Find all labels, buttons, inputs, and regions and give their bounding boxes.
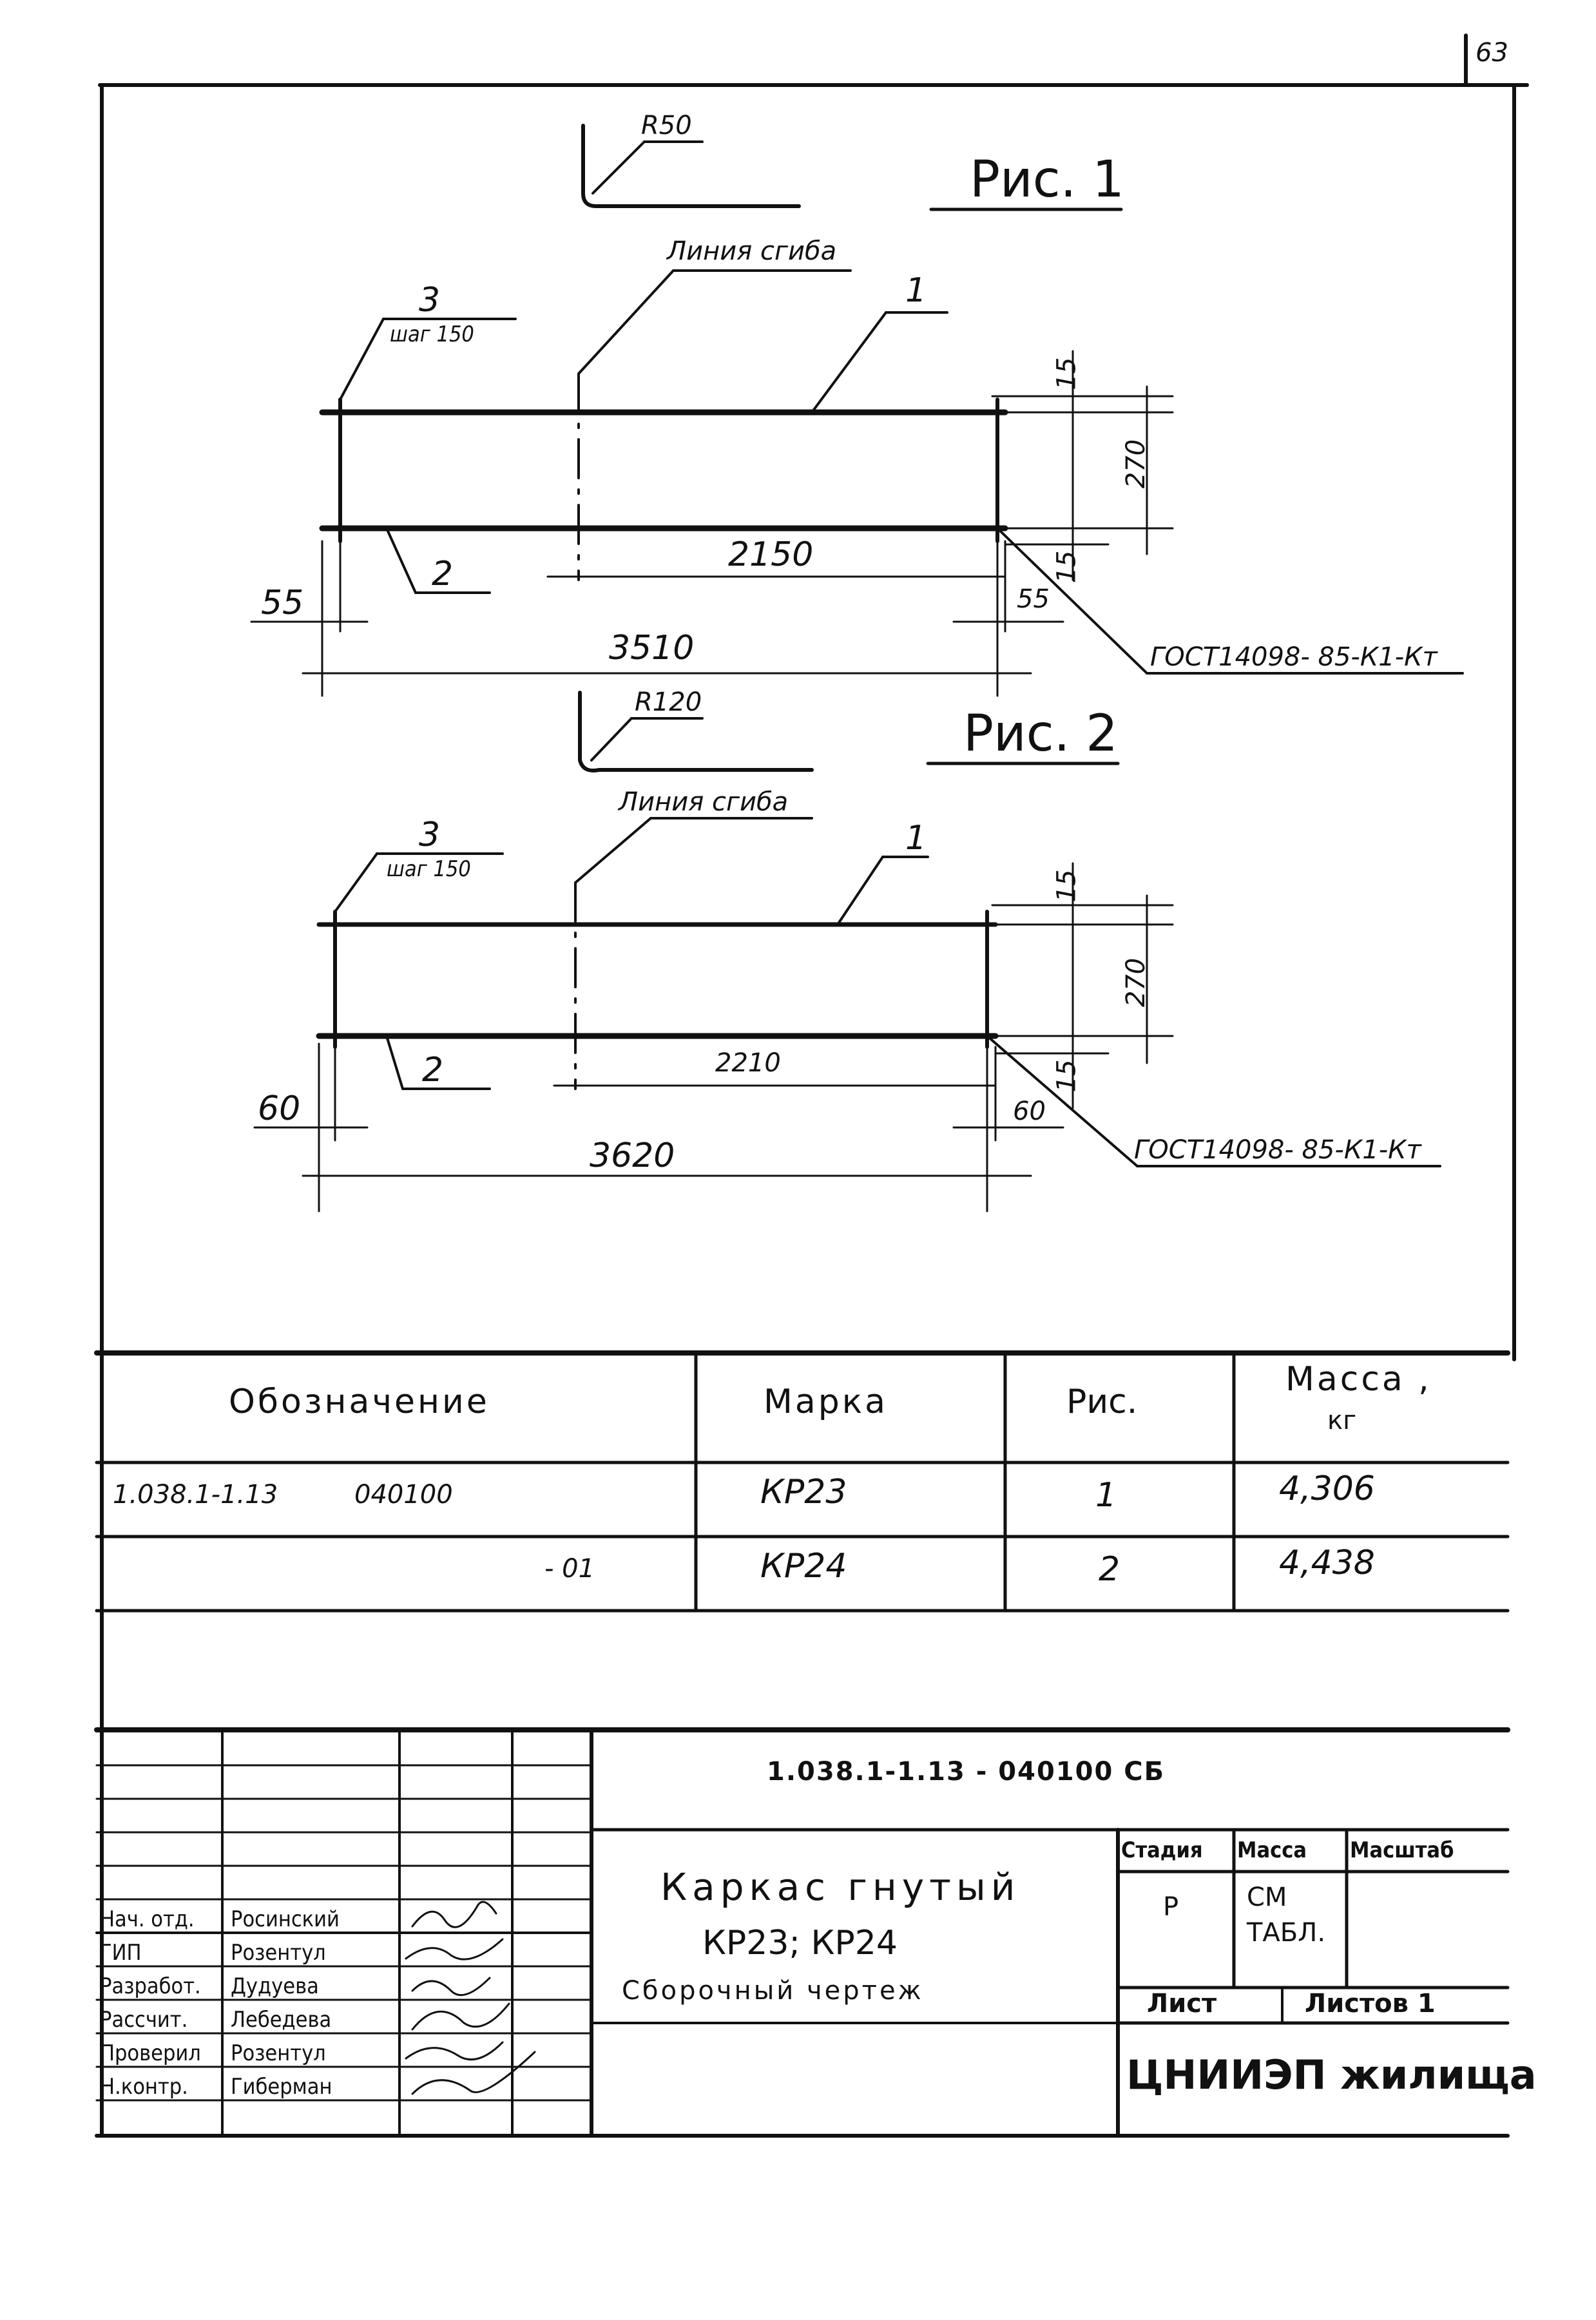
row1-figure: 1 xyxy=(1095,1476,1117,1515)
fig2-caption: Рис. 2 xyxy=(963,705,1118,763)
header-mark: Марка xyxy=(764,1383,889,1421)
sheets-label: Листов 1 xyxy=(1305,1989,1436,2018)
fig2-dim-60-left: 60 xyxy=(258,1089,301,1128)
fig2-bend-line-label: Линия сгиба xyxy=(619,787,789,817)
signature-role: Н.контр. xyxy=(100,2074,188,2100)
title-line2: КР23; КР24 xyxy=(702,1924,898,1962)
fig2-dim-270: 270 xyxy=(1121,957,1151,1008)
sheet-frame xyxy=(95,34,1529,2138)
signature-role: Рассчит. xyxy=(100,2007,188,2033)
mass-label: Масса xyxy=(1237,1837,1307,1863)
signature-name: Лебедева xyxy=(231,2007,332,2033)
fig1-dim-2150: 2150 xyxy=(728,535,814,574)
fig1-dim-total: 3510 xyxy=(609,629,695,667)
title-block-grid xyxy=(94,1727,1510,2138)
header-mass-line2: кг xyxy=(1327,1406,1357,1435)
handwritten-signatures xyxy=(405,1901,536,2095)
doc-code: 1.038.1-1.13 - 040100 СБ xyxy=(767,1757,1166,1787)
stage-label: Стадия xyxy=(1121,1837,1203,1863)
mass-value-2: ТАБЛ. xyxy=(1247,1918,1326,1948)
header-designation: Обозначение xyxy=(229,1383,490,1421)
signature-role: Проверил xyxy=(100,2040,201,2066)
fig2-dim-60-right: 60 xyxy=(1013,1097,1046,1126)
row1-designation-b: 040100 xyxy=(354,1480,453,1510)
sheet-label: Лист xyxy=(1147,1989,1217,2018)
signature-role: ГИП xyxy=(100,1940,142,1966)
fig2-bend-radius: R120 xyxy=(635,687,702,717)
signature-name: Розентул xyxy=(231,1940,326,1966)
row2-designation-b: - 01 xyxy=(544,1554,595,1584)
fig1-callout-2: 2 xyxy=(432,555,454,593)
header-mass-line1: Масса , xyxy=(1285,1360,1432,1399)
title-line3: Сборочный чертеж xyxy=(622,1976,924,2006)
row2-mass: 4,438 xyxy=(1279,1544,1375,1582)
fig2-dim-2210: 2210 xyxy=(715,1048,781,1078)
fig2-dim-total: 3620 xyxy=(590,1136,675,1175)
fig2-gost: ГОСТ14098- 85-К1-Кт xyxy=(1134,1135,1421,1165)
row2-mark: КР24 xyxy=(760,1547,847,1586)
fig1-caption: Рис. 1 xyxy=(970,151,1124,209)
fig2-callout-3: 3 xyxy=(419,816,441,854)
fig1-callout-1: 1 xyxy=(905,271,927,310)
fig1-callout-3: 3 xyxy=(419,281,441,320)
fig1-dim-15-top: 15 xyxy=(1052,357,1082,390)
organization-name: ЦНИИЭП жилища xyxy=(1126,2051,1537,2098)
fig2-pitch: шаг 150 xyxy=(387,856,471,882)
signature-name: Дудуева xyxy=(231,1973,319,1999)
signature-name: Росинский xyxy=(231,1906,340,1932)
fig1-gost: ГОСТ14098- 85-К1-Кт xyxy=(1150,642,1437,672)
fig1-bend-radius: R50 xyxy=(641,111,692,140)
fig1-dim-15-bot: 15 xyxy=(1052,550,1082,584)
header-figure: Рис. xyxy=(1066,1383,1138,1421)
row1-mass: 4,306 xyxy=(1279,1470,1375,1508)
fig2-dim-15-bot: 15 xyxy=(1052,1059,1082,1093)
signature-role: Нач. отд. xyxy=(100,1906,195,1932)
fig1-bend-line-label: Линия сгиба xyxy=(667,236,837,266)
signature-name: Гиберман xyxy=(231,2074,332,2100)
mass-value-1: СМ xyxy=(1247,1883,1287,1912)
fig1-dim-270: 270 xyxy=(1121,439,1151,489)
row1-mark: КР23 xyxy=(760,1473,847,1511)
fig2-callout-1: 1 xyxy=(905,819,927,858)
title-line1: Каркас гнутый xyxy=(660,1865,1021,1909)
scale-label: Масштаб xyxy=(1350,1837,1454,1863)
signature-name: Розентул xyxy=(231,2040,326,2066)
fig1-dim-55-right: 55 xyxy=(1017,584,1050,614)
figure-2-drawing xyxy=(253,691,1441,1213)
fig2-callout-2: 2 xyxy=(422,1051,444,1089)
figure-1-drawing xyxy=(250,124,1464,697)
page-number: 63 xyxy=(1476,38,1508,68)
fig2-dim-15-top: 15 xyxy=(1052,869,1082,903)
stage-value: Р xyxy=(1163,1892,1179,1922)
spec-table-grid xyxy=(94,1350,1510,1613)
signature-role: Разработ. xyxy=(100,1973,201,1999)
row2-figure: 2 xyxy=(1099,1550,1120,1589)
row1-designation-a: 1.038.1-1.13 xyxy=(113,1480,278,1510)
fig1-dim-55-left: 55 xyxy=(261,584,304,622)
fig1-pitch: шаг 150 xyxy=(390,321,474,347)
